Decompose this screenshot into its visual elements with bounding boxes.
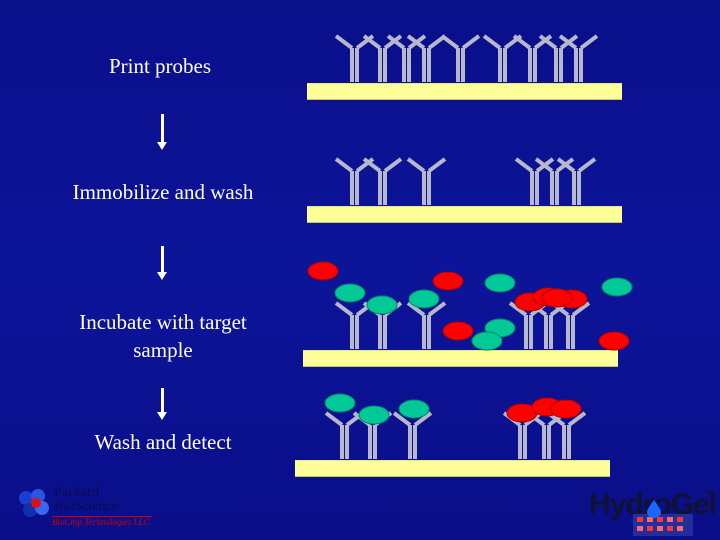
antibody-probe	[334, 301, 375, 351]
substrate-bar-1	[307, 83, 622, 100]
antibody-probe	[440, 34, 481, 84]
step-incubate-line2: sample	[133, 338, 193, 362]
nonspecific-bead-green	[334, 283, 366, 303]
nonspecific-bead-green	[601, 277, 633, 297]
molecule-logo-icon	[19, 489, 49, 517]
logo-bioscience-text: BioScience	[54, 499, 118, 514]
substrate-bar-2	[307, 206, 622, 223]
step-incubate-label: Incubate with target sample	[40, 308, 286, 364]
antibody-probe	[406, 157, 447, 207]
nonspecific-bead-green	[358, 405, 390, 425]
antibody-probe	[334, 34, 375, 84]
substrate-bar-3	[303, 350, 618, 367]
logo-biochip-text: BioChip Technologies LLC	[52, 517, 150, 527]
antibody-probe	[512, 34, 553, 84]
antibody-probe	[406, 301, 447, 351]
antibody-probe	[334, 157, 375, 207]
hydrogel-tm: TM	[703, 490, 714, 497]
target-bead-red	[550, 399, 582, 419]
nonspecific-bead-green	[324, 393, 356, 413]
step-immobilize-label: Immobilize and wash	[72, 180, 254, 204]
logo-packard-text: Packard	[54, 485, 100, 500]
antibody-probe	[362, 157, 403, 207]
step-incubate-line1: Incubate with target	[79, 310, 247, 334]
antibody-probe	[392, 411, 433, 461]
target-bead-red	[541, 288, 573, 308]
nonspecific-bead-green	[408, 289, 440, 309]
step-wash-detect-label: Wash and detect	[94, 430, 232, 454]
nonspecific-bead-green	[471, 331, 503, 351]
water-drop-icon	[647, 500, 661, 518]
target-bead-red	[432, 271, 464, 291]
nonspecific-bead-green	[484, 273, 516, 293]
arrow-down-1	[157, 114, 167, 150]
packard-bioscience-logo: Packard BioScience BioChip Technologies …	[16, 484, 156, 530]
hydrogel-logo: HydroGel TM	[585, 482, 717, 538]
target-bead-red	[442, 321, 474, 341]
target-bead-red	[307, 261, 339, 281]
logo-divider	[52, 516, 152, 517]
nonspecific-bead-green	[398, 399, 430, 419]
substrate-bar-4	[295, 460, 610, 477]
arrow-down-2	[157, 246, 167, 280]
nonspecific-bead-green	[366, 295, 398, 315]
hydrogel-grid-icon	[633, 514, 693, 536]
step-print-probes-label: Print probes	[108, 54, 212, 78]
antibody-probe	[324, 411, 365, 461]
target-bead-red	[598, 331, 630, 351]
antibody-probe	[482, 34, 523, 84]
arrow-down-3	[157, 388, 167, 420]
